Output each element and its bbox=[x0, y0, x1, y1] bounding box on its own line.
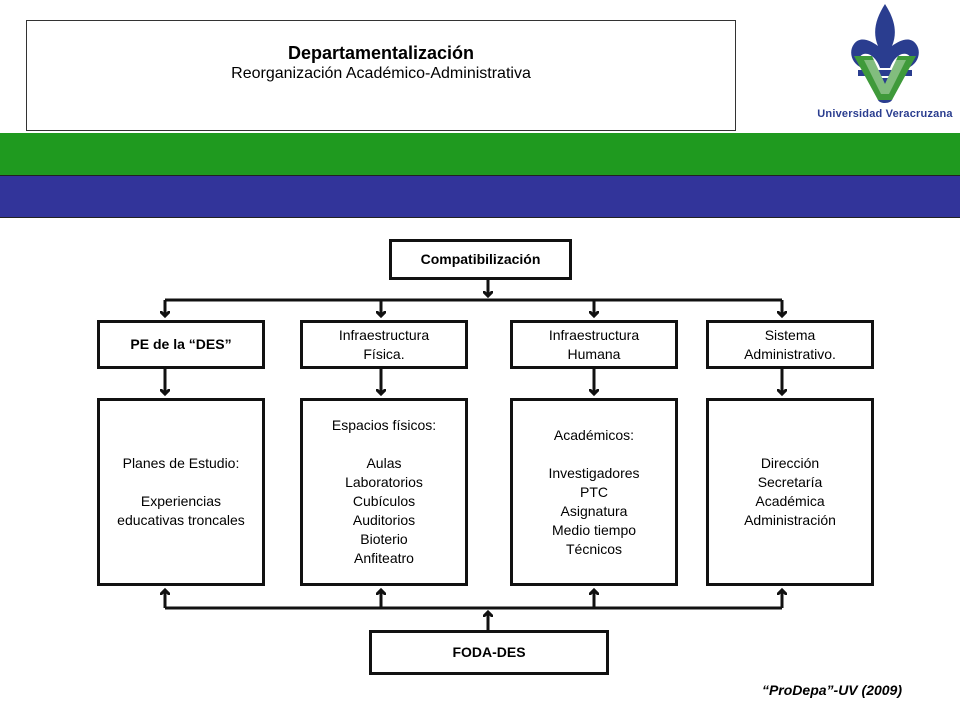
logo-text: Universidad Veracruzana bbox=[817, 108, 953, 120]
col4-header-box: Sistema Administrativo. bbox=[706, 320, 874, 369]
col3-content-box: Académicos: Investigadores PTC Asignatur… bbox=[510, 398, 678, 586]
col2-content-box: Espacios físicos: Aulas Laboratorios Cub… bbox=[300, 398, 468, 586]
page-title: Departamentalización bbox=[287, 43, 475, 63]
page-subtitle: Reorganización Académico-Administrativa bbox=[231, 65, 531, 82]
compatibilizacion-box: Compatibilización bbox=[389, 239, 572, 280]
fleur-de-lis-icon bbox=[851, 4, 919, 103]
blue-band bbox=[0, 175, 960, 218]
col4-content-box: Dirección Secretaría Académica Administr… bbox=[706, 398, 874, 586]
foda-des-box: FODA-DES bbox=[369, 630, 609, 675]
green-band bbox=[0, 133, 960, 175]
col2-header-box: Infraestructura Física. bbox=[300, 320, 468, 369]
citation: “ProDepa”-UV (2009) bbox=[761, 682, 902, 698]
university-logo: Universidad Veracruzana bbox=[810, 0, 960, 133]
col1-content-box: Planes de Estudio: Experiencias educativ… bbox=[97, 398, 265, 586]
title-box: Departamentalización Reorganización Acad… bbox=[26, 20, 736, 131]
col3-header-box: Infraestructura Humana bbox=[510, 320, 678, 369]
col1-header-box: PE de la “DES” bbox=[97, 320, 265, 369]
